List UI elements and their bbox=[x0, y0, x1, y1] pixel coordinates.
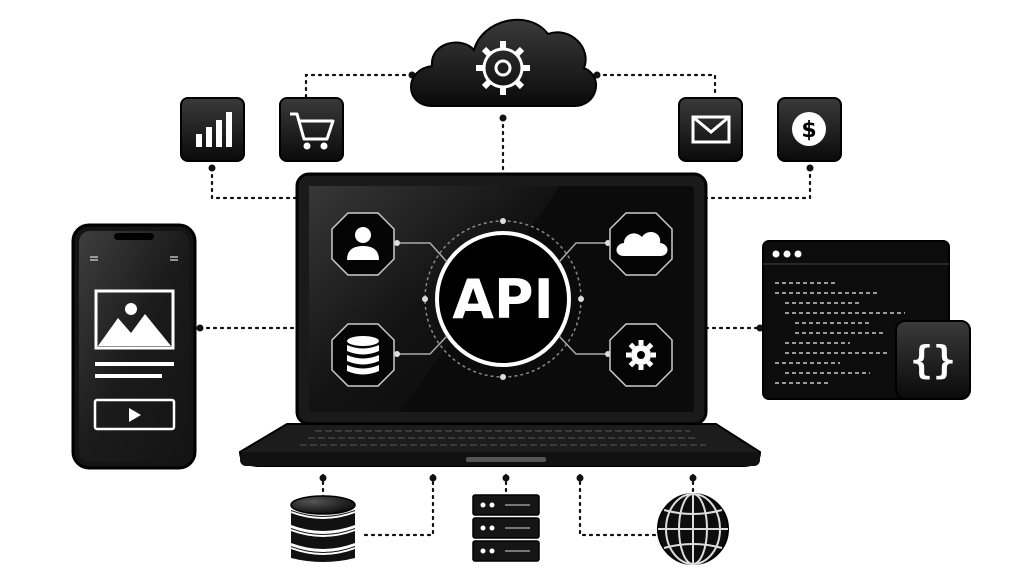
connector-lines bbox=[198, 73, 812, 537]
server-rack-icon bbox=[472, 494, 540, 562]
dollar-coin-icon: $ bbox=[777, 97, 842, 162]
api-hub: API bbox=[331, 212, 673, 387]
svg-text:$: $ bbox=[801, 118, 816, 143]
svg-text:{}: {} bbox=[910, 338, 956, 382]
envelope-icon bbox=[678, 97, 743, 162]
api-label: API bbox=[452, 268, 553, 331]
user-icon bbox=[331, 212, 395, 276]
smartphone-icon bbox=[71, 223, 197, 470]
database-icon-small bbox=[331, 323, 395, 387]
gear-cloud-icon bbox=[410, 18, 597, 107]
gear-icon-small bbox=[609, 323, 673, 387]
curly-braces-icon: {} bbox=[895, 320, 971, 400]
shopping-cart-icon bbox=[279, 97, 344, 162]
database-icon bbox=[290, 495, 356, 562]
bar-chart-icon bbox=[180, 97, 245, 162]
globe-icon bbox=[657, 493, 729, 565]
cloud-icon-small bbox=[609, 212, 673, 276]
